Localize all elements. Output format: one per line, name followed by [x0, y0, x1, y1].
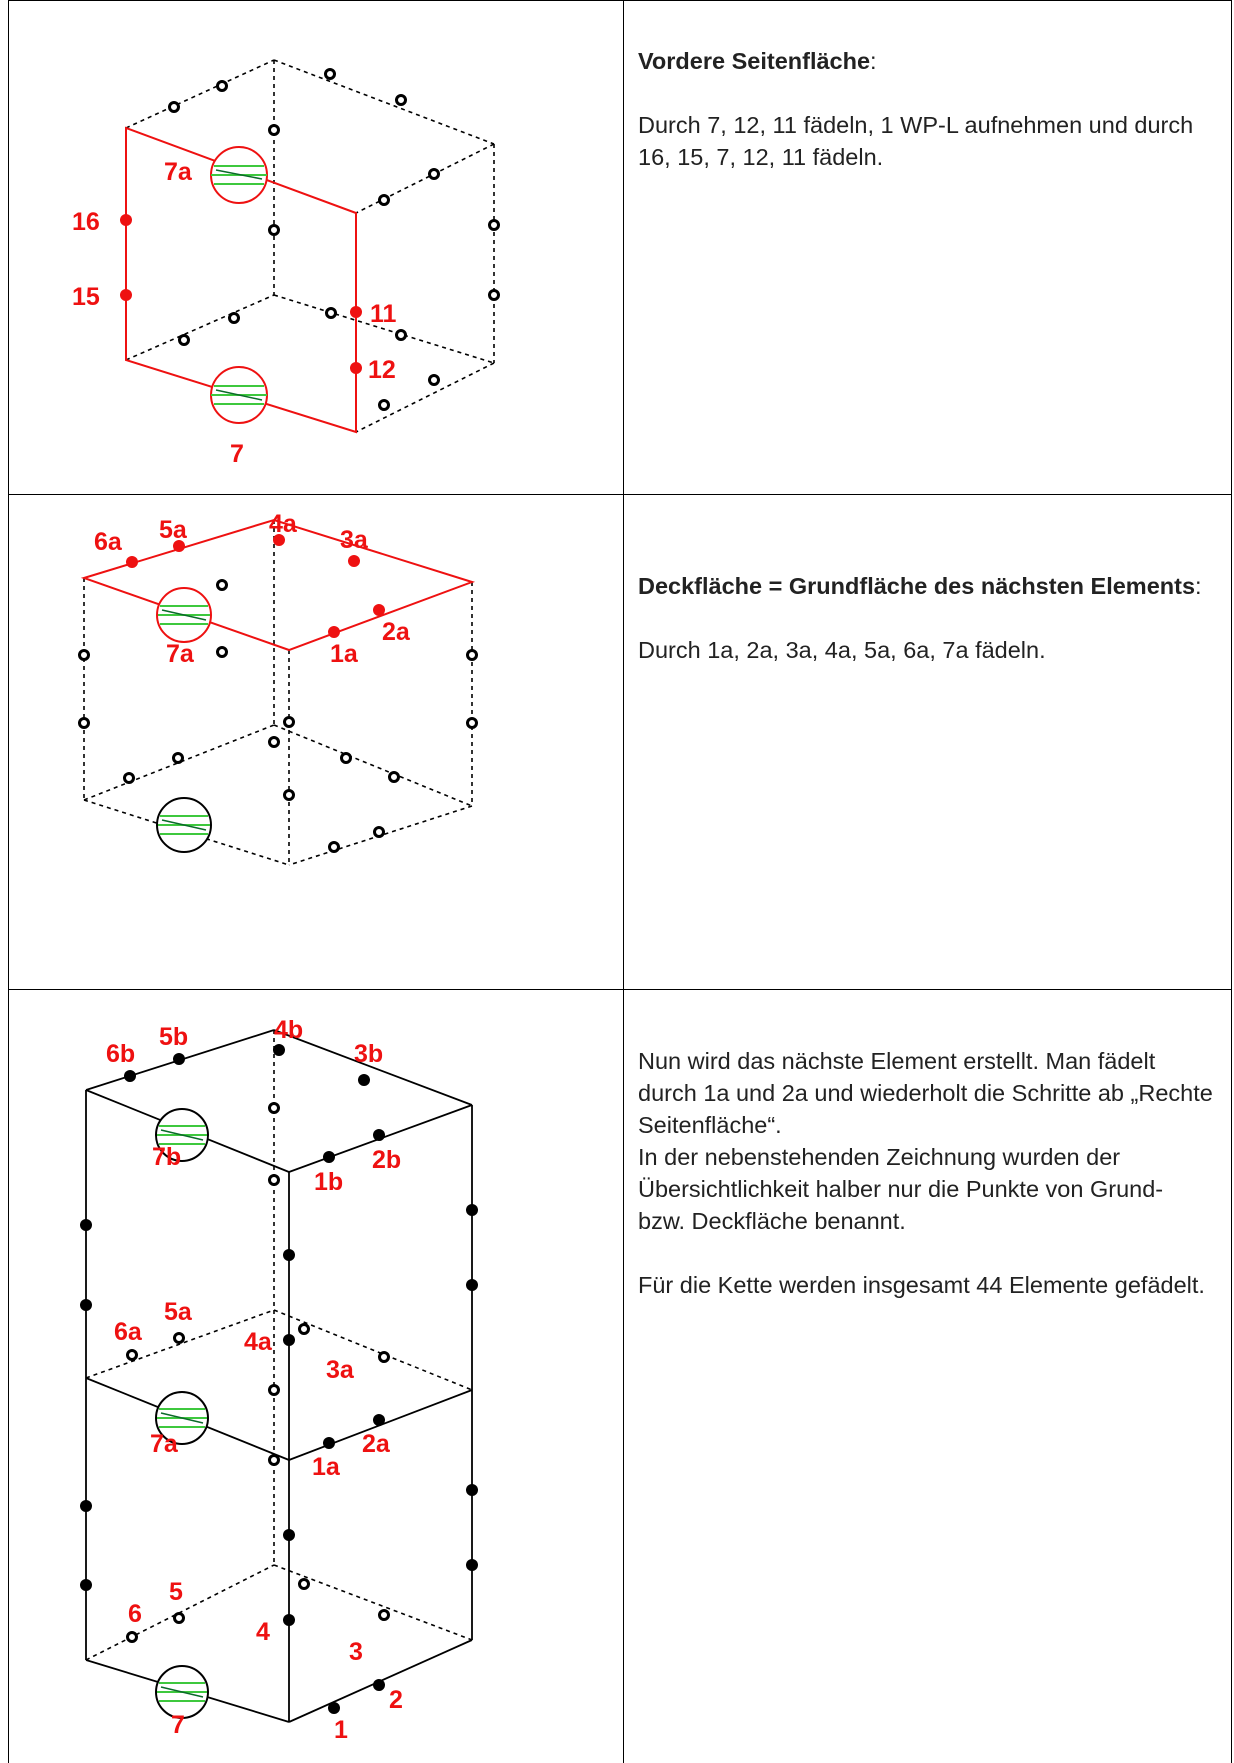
column-divider [623, 0, 624, 1763]
point-label: 1a [312, 1453, 341, 1481]
table-border-top [8, 0, 1232, 1]
point-label: 3 [349, 1638, 363, 1666]
top-face-text: Deckfläche = Grundfläche des nächsten El… [638, 570, 1213, 698]
point-label: 7a [150, 1430, 179, 1458]
bead-disc [210, 146, 268, 204]
row-divider [8, 494, 1232, 495]
front-face-diagram: 7a 16 15 11 12 7 [72, 59, 500, 468]
front-face-text: Vordere Seitenfläche: Durch 7, 12, 11 fä… [638, 45, 1213, 205]
bead-disc [156, 797, 212, 853]
bead-disc [155, 1108, 209, 1162]
step-heading: Vordere Seitenfläche: [638, 48, 877, 74]
point-label: 4 [256, 1618, 270, 1646]
point-label: 2a [382, 618, 411, 646]
table-border-right [1231, 0, 1232, 1763]
point-label: 5 [169, 1578, 183, 1606]
point-label: 15 [72, 283, 100, 311]
step-body: Durch 7, 12, 11 fädeln, 1 WP-L aufnehmen… [638, 112, 1194, 170]
bead-disc [155, 1391, 209, 1445]
step-heading: Deckfläche = Grundfläche des nächsten El… [638, 573, 1202, 599]
step-paragraph: Nun wird das nächste Element erstellt. M… [638, 1048, 1213, 1138]
point-label: 7a [164, 158, 193, 186]
point-label: 3a [326, 1356, 355, 1384]
point-label: 3a [340, 526, 369, 554]
point-label: 12 [368, 356, 396, 384]
step-paragraph: Für die Kette werden insgesamt 44 Elemen… [638, 1272, 1205, 1298]
point-label: 11 [370, 300, 397, 328]
point-label: 2 [389, 1686, 403, 1714]
top-face-diagram: 6a 5a 4a 3a 7a 1a 2a [78, 510, 478, 866]
point-label: 6b [106, 1040, 135, 1068]
point-label: 5a [164, 1298, 193, 1326]
point-label: 7b [152, 1143, 181, 1171]
bead-disc [156, 587, 212, 643]
bead-disc [210, 366, 268, 424]
row-divider [8, 989, 1232, 990]
point-label: 4a [244, 1328, 273, 1356]
point-label: 6a [94, 528, 123, 556]
table-border-left [8, 0, 9, 1763]
point-label: 2b [372, 1146, 401, 1174]
instruction-table: 7a 16 15 11 12 7 Vordere Seitenfläche: D… [8, 0, 1232, 1763]
point-label: 5a [159, 516, 188, 544]
point-label: 1 [334, 1716, 348, 1744]
point-label: 7 [171, 1711, 185, 1739]
point-label: 3b [354, 1040, 383, 1068]
bead-disc [155, 1665, 209, 1719]
point-label: 4b [274, 1020, 303, 1044]
stacked-elements-diagram: 6b 5b 4b 3b 7b 1b 2b 6a 5a 4a 3a 7a 1a 2… [80, 1020, 478, 1744]
point-label: 6 [128, 1600, 142, 1628]
step-paragraph: In der nebenstehenden Zeichnung wurden d… [638, 1144, 1164, 1234]
point-label: 7a [166, 640, 195, 668]
point-label: 4a [269, 510, 298, 538]
point-label: 1a [330, 640, 359, 668]
step-body: Durch 1a, 2a, 3a, 4a, 5a, 6a, 7a fädeln. [638, 637, 1046, 663]
point-label: 16 [72, 208, 100, 236]
point-label: 5b [159, 1023, 188, 1051]
point-label: 2a [362, 1430, 391, 1458]
next-element-text: Nun wird das nächste Element erstellt. M… [638, 1045, 1213, 1333]
point-label: 1b [314, 1168, 343, 1196]
point-label: 6a [114, 1318, 143, 1346]
point-label: 7 [230, 440, 244, 468]
